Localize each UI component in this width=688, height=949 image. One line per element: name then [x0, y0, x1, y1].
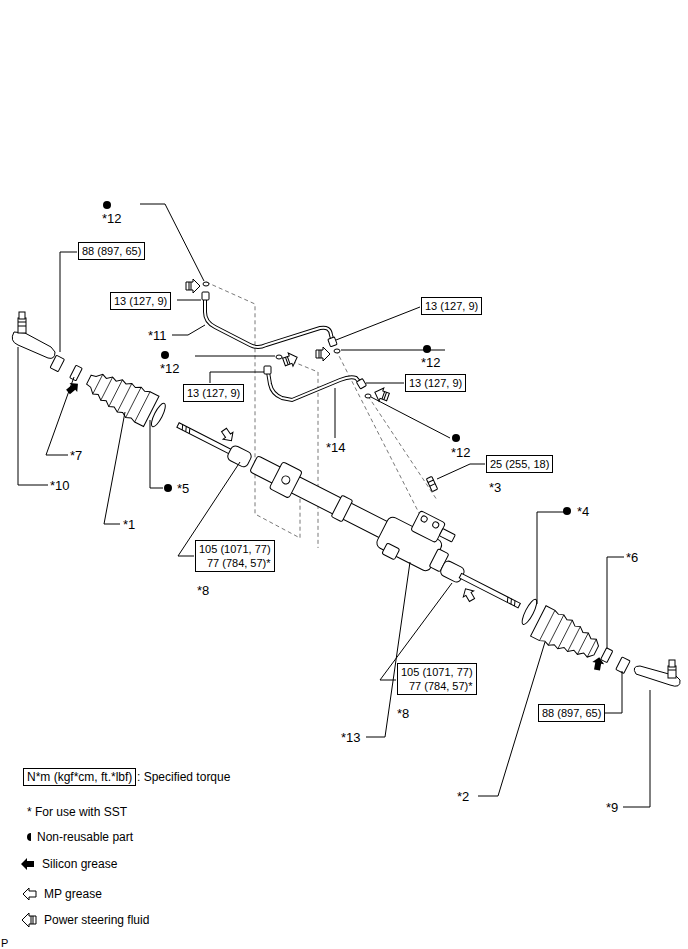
legend-symbol: [16, 856, 36, 872]
legend-item: Power steering fluid: [44, 913, 149, 928]
union: [426, 476, 437, 491]
legend-text: Silicon grease: [42, 857, 117, 871]
legend-symbol: [11, 829, 31, 845]
torque-value: 88 (897, 65): [82, 244, 141, 258]
callout-number: *9: [606, 800, 618, 815]
non-reusable-mark: [103, 201, 571, 515]
torque-box: 105 (1071, 77)77 (784, 57)*: [397, 663, 477, 695]
application-symbol: [64, 279, 605, 671]
legend-text: MP grease: [44, 887, 102, 901]
torque-box: 13 (127, 9): [183, 384, 244, 402]
torque-value: 77 (784, 57)*: [401, 679, 473, 693]
callout-number: *6: [626, 550, 638, 565]
torque-value: 13 (127, 9): [409, 376, 462, 390]
callout-number: *1: [123, 517, 135, 532]
torque-box: 88 (897, 65): [538, 704, 605, 722]
torque-box: 13 (127, 9): [421, 297, 482, 315]
rack-assembly: [41, 331, 648, 681]
pipe-fitting: [202, 292, 366, 389]
callout-number: *3: [489, 480, 501, 495]
note-text: : Specified torque: [137, 770, 230, 785]
torque-value: N*m (kgf*cm, ft.*lbf): [27, 769, 132, 785]
torque-box: 25 (255, 18): [486, 455, 553, 473]
callout-number: *10: [50, 478, 70, 493]
legend-text: Non-reusable part: [37, 830, 133, 844]
torque-value: 13 (127, 9): [187, 386, 240, 400]
o-ring: [203, 282, 371, 398]
legend-item: Non-reusable part: [37, 830, 133, 845]
callout-number: *12: [102, 211, 122, 226]
torque-box: 105 (1071, 77)77 (784, 57)*: [195, 540, 275, 572]
torque-value: 13 (127, 9): [114, 294, 167, 308]
callout-number: *11: [148, 328, 167, 343]
callout-number: *8: [397, 706, 409, 721]
torque-value: 105 (1071, 77): [199, 542, 271, 556]
callout-number: *12: [421, 355, 441, 370]
callout-number: *8: [197, 583, 209, 598]
torque-box: 13 (127, 9): [405, 374, 466, 392]
torque-legend-box: N*m (kgf*cm, ft.*lbf): [23, 768, 136, 786]
leader-line: [18, 204, 650, 807]
note-text: * For use with SST: [27, 805, 127, 820]
callout-number: *12: [160, 361, 180, 376]
callout-number: *4: [577, 504, 589, 519]
legend-item: Silicon grease: [42, 857, 117, 872]
legend-text: Power steering fluid: [44, 913, 149, 927]
legend-item: MP grease: [44, 887, 102, 902]
torque-value: 88 (897, 65): [542, 706, 601, 720]
torque-value: 25 (255, 18): [490, 457, 549, 471]
legend-symbol: [18, 886, 38, 902]
torque-box: 88 (897, 65): [78, 242, 145, 260]
torque-value: 105 (1071, 77): [401, 665, 473, 679]
tie-rod-end: [12, 312, 680, 686]
callout-number: *2: [457, 789, 469, 804]
callout-number: *13: [341, 730, 361, 745]
torque-value: 77 (784, 57)*: [199, 556, 271, 570]
callout-number: *5: [177, 481, 189, 496]
callout-number: *12: [451, 445, 471, 460]
torque-value: 13 (127, 9): [425, 299, 478, 313]
callout-number: *14: [326, 440, 346, 455]
note-text: P: [1, 936, 8, 949]
callout-number: *7: [70, 448, 82, 463]
torque-box: 13 (127, 9): [110, 292, 171, 310]
legend-symbol: [18, 912, 38, 928]
